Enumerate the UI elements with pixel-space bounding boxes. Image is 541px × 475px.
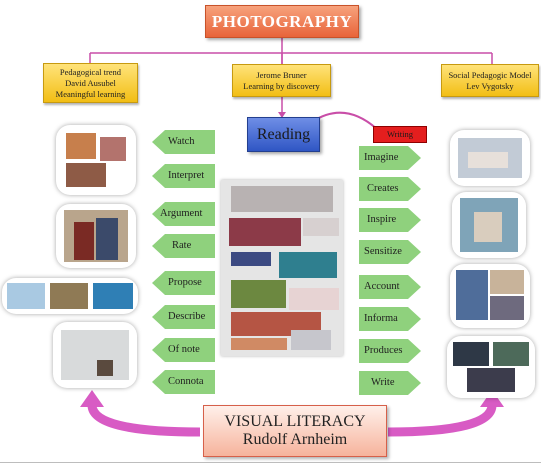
photo-night-collage: [447, 336, 535, 398]
theory-ausubel-line: Meaningful learning: [55, 88, 126, 99]
photography-title: PHOTOGRAPHY: [205, 5, 359, 38]
writing-action-inspire: Inspire: [359, 208, 421, 232]
reading-action-of-note: Of note: [152, 338, 215, 362]
writing-action-produces: Produces: [359, 339, 421, 363]
theory-vygotsky: Social Pedagogic Model Lev Vygotsky: [441, 64, 539, 97]
reading-action-argument: Argument: [152, 202, 215, 226]
photo-couple: [56, 204, 136, 268]
periodic-table-image: [221, 180, 343, 356]
visual-literacy-box: VISUAL LITERACY Rudolf Arnheim: [203, 405, 387, 457]
reading-box: Reading: [247, 117, 320, 152]
reading-action-rate: Rate: [152, 234, 215, 258]
reading-action-interpret: Interpret: [152, 164, 215, 188]
writing-box: Writing: [373, 126, 427, 143]
photo-children-play: [450, 130, 530, 186]
bottom-divider: [0, 462, 541, 463]
visual-literacy-author: Rudolf Arnheim: [242, 431, 348, 448]
theory-ausubel-line: Pedagogical trend: [59, 66, 122, 77]
writing-action-informa: Informa: [359, 307, 421, 331]
theory-ausubel: Pedagogical trend David Ausubel Meaningf…: [43, 63, 138, 103]
photo-fantasy-scene: [452, 192, 526, 258]
theory-vygotsky-line: Lev Vygotsky: [466, 80, 514, 91]
theory-bruner-line: Jerome Bruner: [256, 69, 307, 80]
reading-action-connota: Connota: [152, 370, 215, 394]
photo-collage-food: [56, 125, 136, 195]
writing-action-imagine: Imagine: [359, 146, 421, 170]
theory-bruner-line: Learning by discovery: [243, 80, 320, 91]
reading-action-describe: Describe: [152, 305, 215, 329]
writing-action-sensitize: Sensitize: [359, 240, 421, 264]
photo-flight-collage: [450, 264, 530, 328]
reading-action-propose: Propose: [152, 271, 215, 295]
visual-literacy-title: VISUAL LITERACY: [224, 413, 366, 430]
theory-ausubel-line: David Ausubel: [65, 77, 116, 88]
photo-misty-landscape: [53, 322, 137, 388]
reading-action-watch: Watch: [152, 130, 215, 154]
theory-bruner: Jerome Bruner Learning by discovery: [232, 64, 331, 97]
writing-action-creates: Creates: [359, 177, 421, 201]
photo-wildlife-strip: [2, 278, 138, 314]
theory-vygotsky-line: Social Pedagogic Model: [448, 69, 532, 80]
writing-action-write: Write: [359, 371, 421, 395]
writing-action-account: Account: [359, 275, 421, 299]
